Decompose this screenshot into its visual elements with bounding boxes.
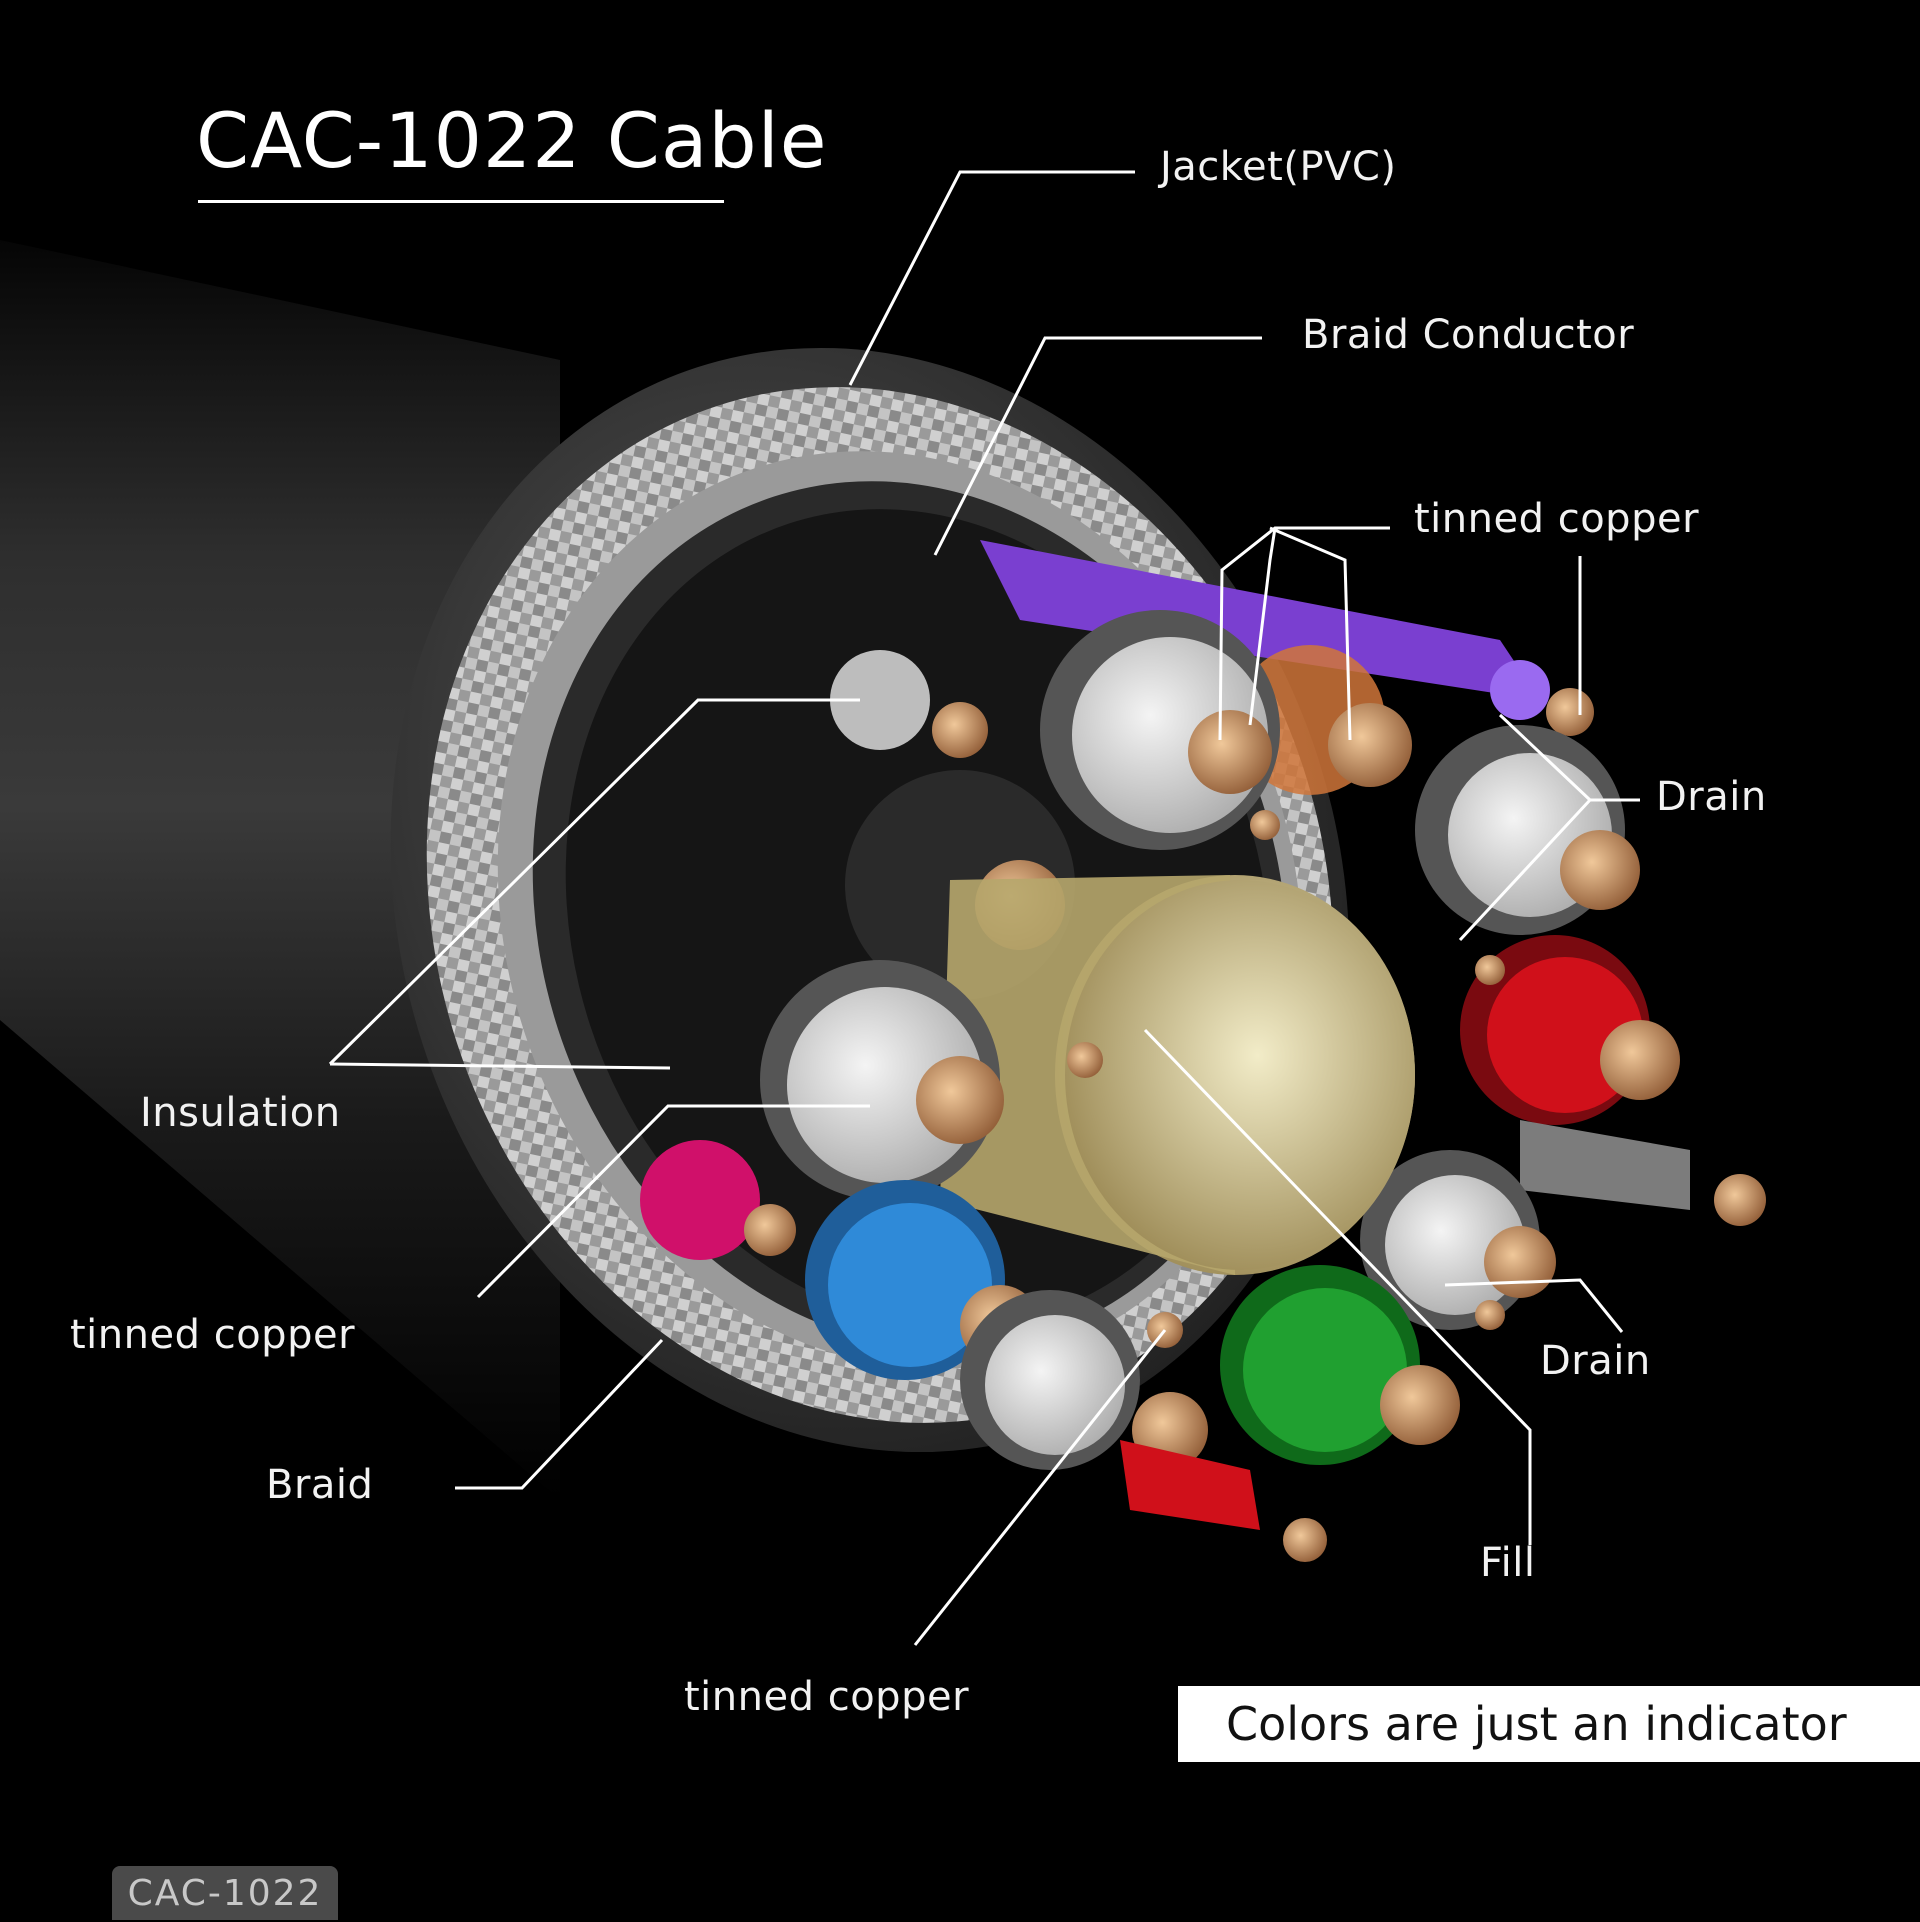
leader-tinned-copper-left [476, 1104, 870, 1299]
leader-braid [455, 1338, 664, 1490]
label-fill: Fill [1480, 1540, 1536, 1586]
page-title: CAC-1022 Cable [196, 96, 828, 185]
label-drain-upper: Drain [1656, 774, 1767, 820]
label-braid: Braid [266, 1462, 374, 1508]
model-tag: CAC-1022 [112, 1866, 338, 1920]
leader-braid-conductor [933, 336, 1262, 556]
label-insulation: Insulation [140, 1090, 341, 1136]
wire-bundle [640, 540, 1766, 1562]
leader-tinned-copper-bottom [913, 1329, 1167, 1646]
leader-fill [1143, 1028, 1532, 1545]
label-tinned-copper-top: tinned copper [1414, 496, 1700, 542]
cable-jacket-body [0, 240, 560, 1500]
label-braid-conductor: Braid Conductor [1302, 312, 1635, 358]
label-tinned-copper-bottom: tinned copper [684, 1674, 970, 1720]
title-underline [198, 200, 724, 203]
leader-insulation [328, 698, 860, 1066]
leader-jacket [848, 170, 1135, 386]
leader-drain-lower [1444, 1278, 1624, 1333]
leader-tinned-copper-top [1218, 526, 1390, 741]
wire-magenta [640, 1140, 760, 1260]
leader-lines [328, 170, 1640, 1646]
label-tinned-copper-left: tinned copper [70, 1312, 356, 1358]
label-jacket: Jacket(PVC) [1160, 144, 1397, 190]
label-drain-lower: Drain [1540, 1338, 1651, 1384]
color-disclaimer: Colors are just an indicator [1178, 1686, 1920, 1762]
